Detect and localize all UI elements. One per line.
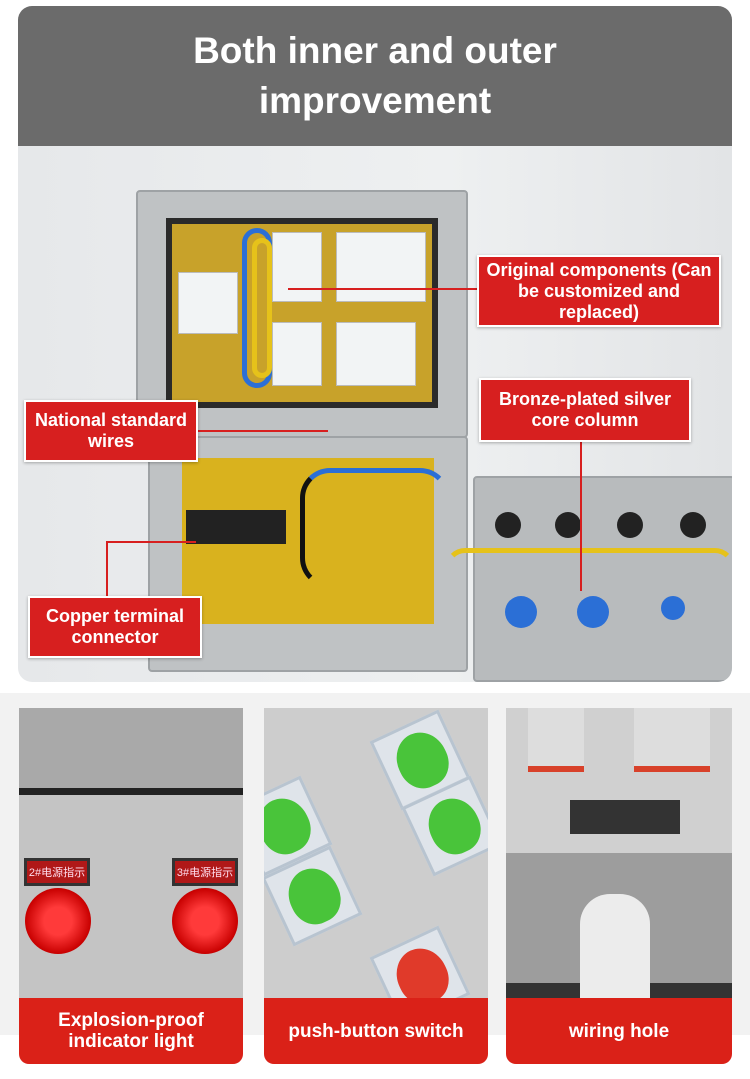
indicator-lamp	[25, 888, 91, 954]
indicator-tag: 2#电源指示	[24, 858, 90, 886]
wiring-hole-photo	[506, 708, 732, 998]
indicator-tag: 3#电源指示	[172, 858, 238, 886]
feature-caption: Explosion-proof indicator light	[19, 998, 243, 1064]
callout-copper-terminal: Copper terminal connector	[28, 596, 202, 658]
feature-caption: wiring hole	[506, 998, 732, 1064]
header-banner: Both inner and outer improvement	[18, 6, 732, 146]
callout-national-standard-wires: National standard wires	[24, 400, 198, 462]
indicator-lamp	[172, 888, 238, 954]
page-title: Both inner and outer improvement	[193, 30, 557, 121]
push-button-photo	[264, 708, 488, 998]
upper-enclosure	[136, 190, 468, 438]
feature-card-indicator-light: 2#电源指示 3#电源指示 Explosion-proof indicator …	[19, 708, 243, 1064]
callout-original-components: Original components (Can be customized a…	[477, 255, 721, 327]
callout-bronze-core-column: Bronze-plated silver core column	[479, 378, 691, 442]
feature-card-push-button-switch: push-button switch	[264, 708, 488, 1064]
lower-enclosure	[148, 436, 468, 672]
side-enclosure	[445, 476, 732, 682]
enclosure-photo: Original components (Can be customized a…	[18, 146, 732, 682]
indicator-light-photo: 2#电源指示 3#电源指示	[19, 708, 243, 998]
feature-caption: push-button switch	[264, 998, 488, 1064]
feature-card-wiring-hole: wiring hole	[506, 708, 732, 1064]
